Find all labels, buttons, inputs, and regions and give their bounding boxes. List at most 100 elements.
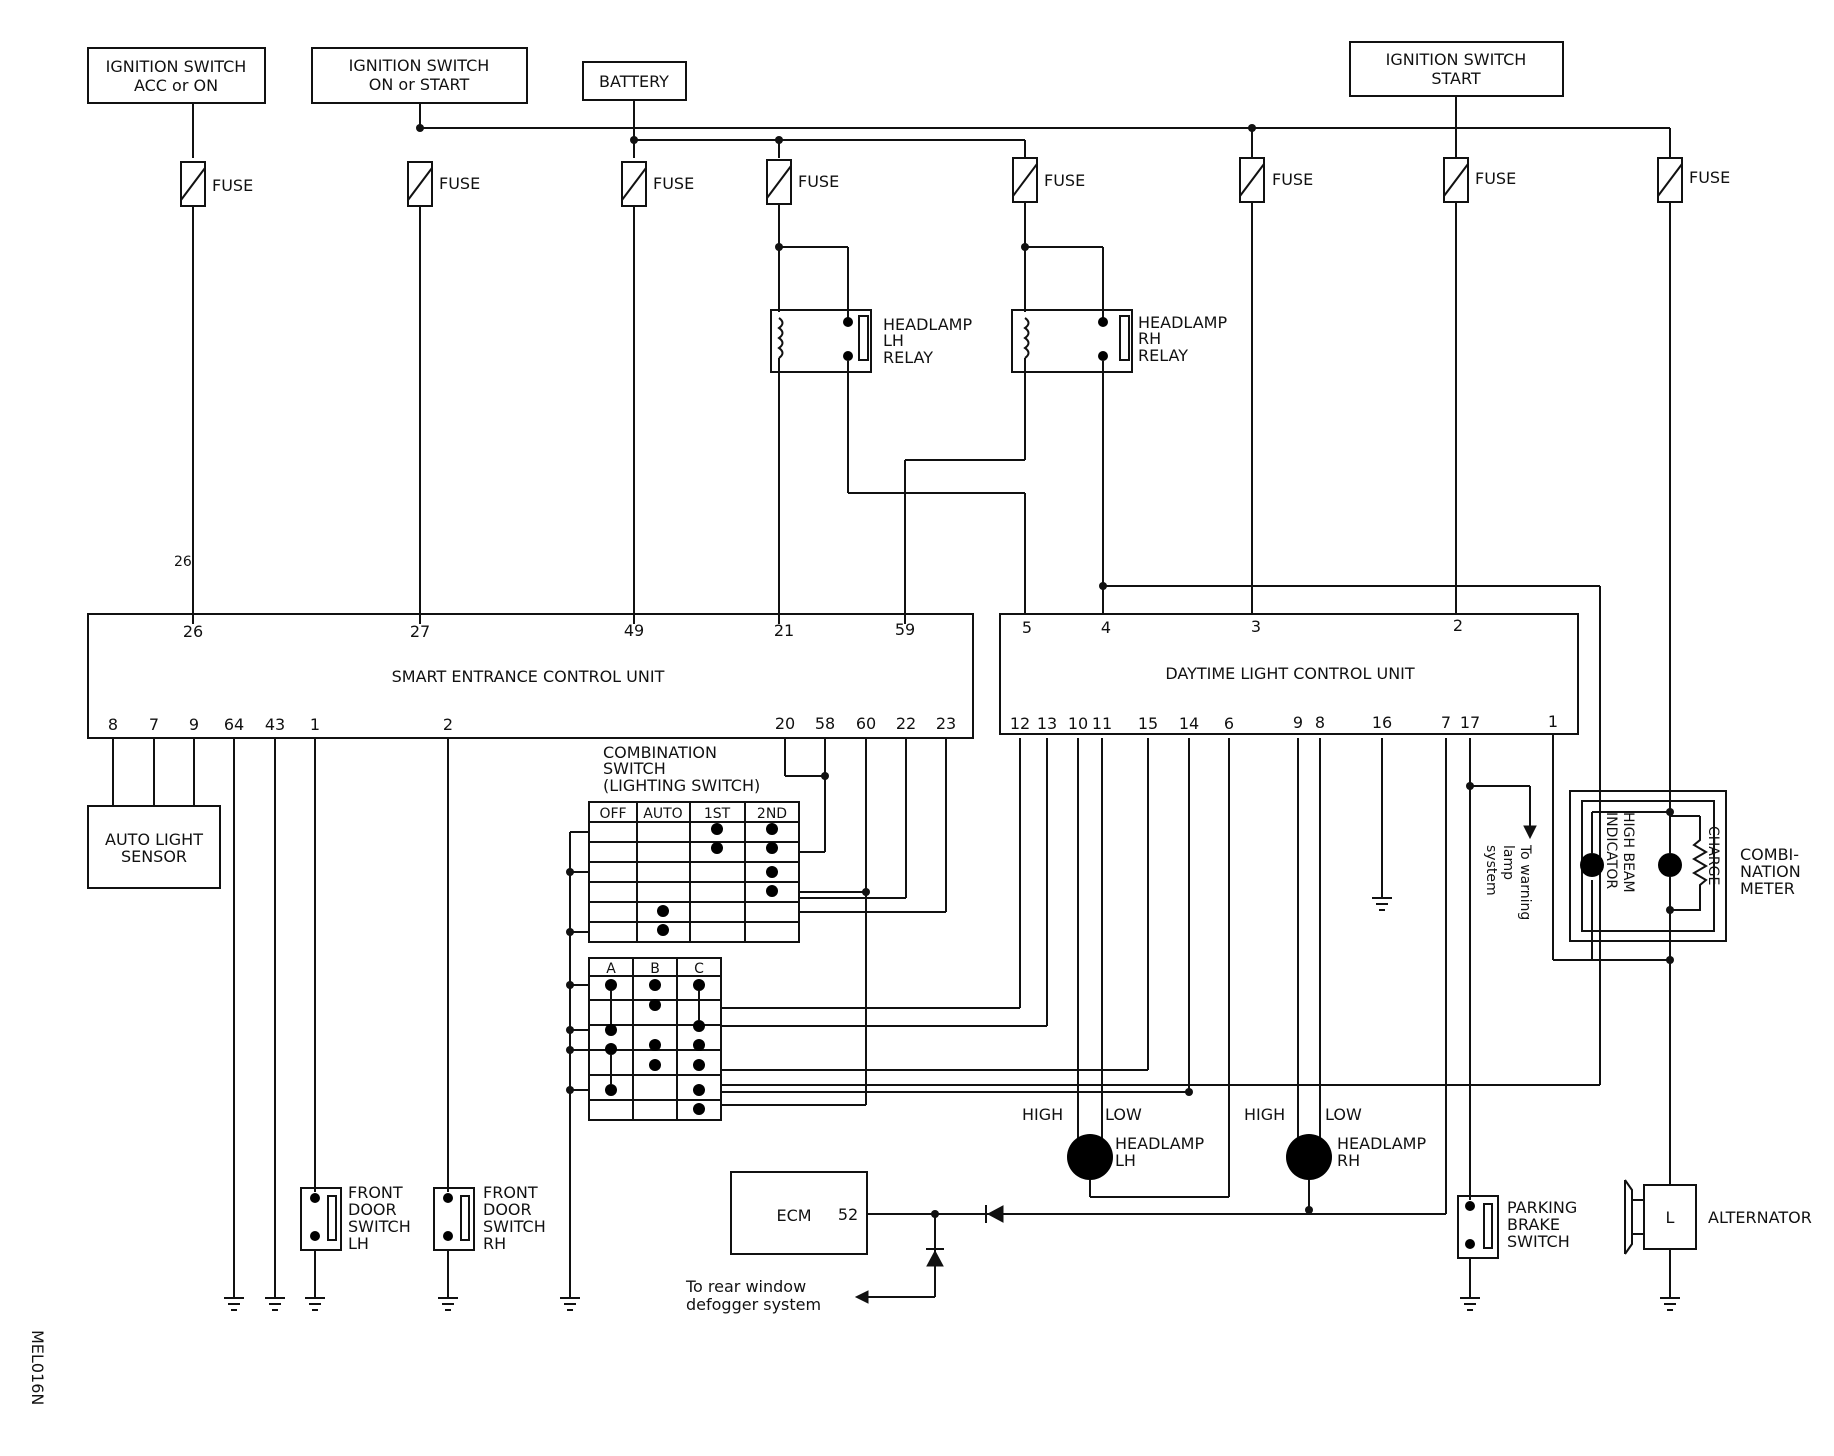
fuse-3: FUSE bbox=[621, 161, 694, 207]
front-door-switch-rh: FRONT DOOR SWITCH RH bbox=[433, 738, 546, 1298]
warning-line3: system bbox=[1483, 845, 1499, 896]
combi-meter-line1: COMBI- bbox=[1740, 845, 1799, 864]
fuse-1: FUSE bbox=[180, 161, 253, 207]
alternator-label: ALTERNATOR bbox=[1708, 1208, 1812, 1227]
arrow-to-defogger bbox=[854, 1290, 869, 1304]
lighting-switch-grid: OFF AUTO 1ST 2ND bbox=[588, 801, 800, 943]
hl-rh-high: HIGH bbox=[1244, 1105, 1285, 1124]
rh-relay-line2: RH bbox=[1138, 329, 1161, 348]
dlcu-pin-14: 14 bbox=[1179, 714, 1199, 733]
alternator-terminal: L bbox=[1666, 1208, 1675, 1227]
beam-switch-grid: A B C bbox=[588, 957, 722, 1121]
fuse-6: FUSE bbox=[1239, 157, 1313, 203]
fuse-2: FUSE bbox=[407, 161, 480, 207]
diode-icon-1 bbox=[985, 1205, 1004, 1223]
door-rh-line2: DOOR bbox=[483, 1200, 532, 1219]
secu-pin-43: 43 bbox=[265, 715, 285, 734]
secu-pin-27: 27 bbox=[410, 622, 430, 641]
secu-pin-26: 26 bbox=[183, 622, 203, 641]
rear-defogger-label: To rear window defogger system bbox=[685, 1277, 821, 1314]
secu-pin-21: 21 bbox=[774, 621, 794, 640]
dlcu-pin-2: 2 bbox=[1453, 616, 1463, 635]
daytime-light-control-unit: DAYTIME LIGHT CONTROL UNIT 5 4 3 2 12 13… bbox=[999, 613, 1579, 735]
beam-pos-a: A bbox=[606, 961, 616, 977]
beam-switch-wiring bbox=[566, 738, 1600, 1106]
fuse-8-label: FUSE bbox=[1689, 168, 1730, 187]
fuse-7: FUSE bbox=[1443, 157, 1516, 203]
hl-rh-line2: RH bbox=[1337, 1151, 1360, 1170]
parking-brake-line2: BRAKE bbox=[1507, 1215, 1560, 1234]
top-feeds bbox=[192, 202, 1671, 1085]
fuse-5-label: FUSE bbox=[1044, 171, 1085, 190]
parking-brake-line3: SWITCH bbox=[1507, 1232, 1570, 1251]
auto-light-sensor: AUTO LIGHT SENSOR bbox=[87, 738, 221, 889]
hl-lh-high: HIGH bbox=[1022, 1105, 1063, 1124]
fuse-4: FUSE bbox=[766, 159, 839, 205]
high-beam-line2: INDICATOR bbox=[1603, 812, 1619, 889]
door-rh-line3: SWITCH bbox=[483, 1217, 546, 1236]
hl-lh-line2: LH bbox=[1115, 1151, 1136, 1170]
door-lh-line4: LH bbox=[348, 1234, 369, 1253]
ground-icon-5 bbox=[560, 1297, 580, 1311]
rh-relay-line1: HEADLAMP bbox=[1138, 313, 1227, 332]
ground-icon-6 bbox=[1460, 1297, 1480, 1311]
ground-wires-left bbox=[233, 738, 276, 1298]
lighting-switch-wiring bbox=[566, 738, 947, 1298]
dlcu-pin-5: 5 bbox=[1022, 618, 1032, 637]
combi-meter-line2: NATION bbox=[1740, 862, 1801, 881]
ecm-label: ECM bbox=[776, 1206, 811, 1225]
dlcu-pin16-ground bbox=[1372, 738, 1392, 911]
ground-icon-3 bbox=[305, 1297, 325, 1311]
secu-pin-2: 2 bbox=[443, 715, 453, 734]
dlcu-pin-9: 9 bbox=[1293, 713, 1303, 732]
fuse-5: FUSE bbox=[1012, 157, 1085, 203]
warning-lamp-label: To warning lamp system bbox=[1483, 844, 1533, 920]
diode-icon-2 bbox=[926, 1248, 944, 1267]
door-lh-line2: DOOR bbox=[348, 1200, 397, 1219]
ignition-on-line1: IGNITION SWITCH bbox=[349, 56, 490, 75]
dlcu-pin-12: 12 bbox=[1010, 714, 1030, 733]
lh-relay-line2: LH bbox=[883, 331, 904, 350]
parking-brake-switch: PARKING BRAKE SWITCH bbox=[1457, 738, 1577, 1298]
ignition-on-box: IGNITION SWITCH ON or START bbox=[311, 47, 528, 104]
secu-pin-59: 59 bbox=[895, 620, 915, 639]
dlcu-pin-1: 1 bbox=[1548, 712, 1558, 731]
page-mark: 26 bbox=[174, 554, 192, 570]
hl-rh-line1: HEADLAMP bbox=[1337, 1134, 1426, 1153]
secu-pin-1: 1 bbox=[310, 715, 320, 734]
ground-icon-4 bbox=[438, 1297, 458, 1311]
pos-auto: AUTO bbox=[643, 806, 682, 822]
ignition-on-line2: ON or START bbox=[369, 75, 470, 94]
pos-2nd: 2ND bbox=[757, 806, 787, 822]
dlcu-pin-7: 7 bbox=[1441, 713, 1451, 732]
ignition-start-line1: IGNITION SWITCH bbox=[1386, 50, 1527, 69]
combo-label-line1: COMBINATION bbox=[603, 743, 717, 762]
dlcu-pin-10: 10 bbox=[1068, 714, 1088, 733]
secu-pin-60: 60 bbox=[856, 714, 876, 733]
arrow-to-warning-lamp bbox=[1523, 825, 1537, 840]
auto-light-line2: SENSOR bbox=[121, 847, 187, 866]
secu-pin-7: 7 bbox=[149, 715, 159, 734]
high-beam-line1: HIGH BEAM bbox=[1620, 812, 1636, 893]
secu-pin-8: 8 bbox=[108, 715, 118, 734]
dlcu-pin-11: 11 bbox=[1092, 714, 1112, 733]
ignition-acc-line2: ACC or ON bbox=[134, 76, 218, 95]
warning-line2: lamp bbox=[1500, 845, 1516, 880]
auto-light-line1: AUTO LIGHT bbox=[105, 830, 203, 849]
defogger-line2: defogger system bbox=[686, 1295, 821, 1314]
combo-label-line2: SWITCH bbox=[603, 759, 666, 778]
secu-pin-58: 58 bbox=[815, 714, 835, 733]
headlamp-lh: HIGH LOW HEADLAMP LH bbox=[1022, 738, 1230, 1198]
hl-rh-low: LOW bbox=[1325, 1105, 1362, 1124]
lh-relay-line3: RELAY bbox=[883, 348, 933, 367]
dlcu-pin-13: 13 bbox=[1037, 714, 1057, 733]
secu-pin-64: 64 bbox=[224, 715, 244, 734]
combination-meter: HIGH BEAM INDICATOR CHARGE COMBI- NATION… bbox=[1552, 734, 1801, 1185]
ignition-start-box: IGNITION SWITCH START bbox=[1349, 41, 1564, 97]
dlcu-pin-15: 15 bbox=[1138, 714, 1158, 733]
dlcu-pin-17: 17 bbox=[1460, 713, 1480, 732]
combination-switch-label: COMBINATION SWITCH (LIGHTING SWITCH) bbox=[603, 743, 760, 795]
dlcu-pin-8: 8 bbox=[1315, 713, 1325, 732]
secu-pin-9: 9 bbox=[189, 715, 199, 734]
